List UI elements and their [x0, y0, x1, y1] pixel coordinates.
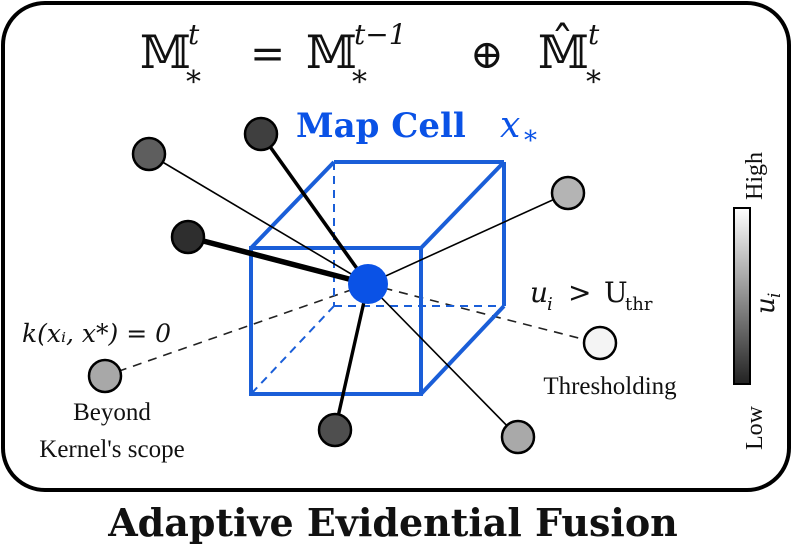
formula-rhs2-sub: * [586, 65, 601, 100]
threshold-expression: u i > U thr [530, 276, 653, 315]
cube-front-face [249, 246, 423, 396]
formula-oplus: ⊕ [470, 32, 504, 78]
cube-hidden-edge-depth [250, 305, 335, 395]
link-to-point-right [367, 192, 569, 285]
point-top [243, 116, 279, 152]
cube-edge-tl [249, 160, 336, 250]
map-cell-label: Map Cell x * [296, 105, 537, 156]
kernel-dashed-line-right [367, 283, 599, 344]
point-thresholded [582, 325, 618, 361]
threshold-u-sub: i [547, 294, 553, 315]
formula-rhs1-sup: t−1 [354, 18, 407, 51]
threshold-U-sub: thr [625, 294, 653, 315]
point-beyond-kernel [87, 358, 123, 394]
neighbor-points [87, 116, 618, 455]
cube-edge-br [419, 304, 506, 396]
fusion-formula: 𝕄 t * = 𝕄 t−1 * ⊕ 𝕄̂ t * [140, 18, 601, 100]
uncertainty-colorbar: High Low u i [733, 152, 785, 450]
point-left [170, 219, 206, 255]
colorbar-var-sub: i [765, 293, 785, 298]
point-upper-left [131, 136, 167, 172]
formula-lhs-sub: * [186, 65, 201, 100]
formula-rhs2-sup: t [588, 18, 600, 51]
link-to-point-lower-right [367, 283, 519, 438]
thresholding-label: Thresholding [543, 373, 677, 400]
colorbar-var: u [751, 297, 781, 314]
link-to-point-top [259, 132, 370, 286]
formula-equals: = [250, 29, 285, 78]
cube-edge-tr [419, 160, 506, 250]
beyond-label-line1: Beyond [73, 399, 151, 426]
threshold-gt: > [568, 276, 591, 309]
threshold-U: U [604, 276, 628, 309]
point-bottom [317, 412, 353, 448]
neighbor-links [148, 132, 569, 438]
diagram-caption: Adaptive Evidential Fusion [107, 500, 678, 545]
colorbar-high-label: High [742, 152, 768, 200]
formula-lhs-base: 𝕄 [140, 25, 191, 79]
kernel-dashed-line-left [104, 283, 369, 377]
formula-rhs2-base: 𝕄̂ [538, 22, 589, 79]
map-cell-center [348, 264, 388, 304]
threshold-u: u [530, 276, 548, 309]
beyond-label-line2: Kernel's scope [39, 436, 184, 463]
kernel-zero-label: k(xᵢ, x*) = 0 [22, 319, 171, 348]
map-cell-var: x [500, 105, 520, 146]
formula-rhs1-base: 𝕄 [306, 25, 357, 79]
link-to-point-left [187, 234, 369, 287]
point-right [550, 175, 586, 211]
colorbar-low-label: Low [742, 405, 768, 450]
map-cell-text: Map Cell [296, 106, 466, 146]
formula-lhs-sup: t [188, 18, 200, 51]
link-to-point-bottom [333, 283, 370, 431]
point-lower-right [500, 419, 536, 455]
link-to-point-upper-left [148, 153, 369, 285]
formula-rhs1-sub: * [352, 65, 367, 100]
map-cell-sub: * [524, 126, 537, 156]
colorbar-gradient [733, 207, 751, 385]
